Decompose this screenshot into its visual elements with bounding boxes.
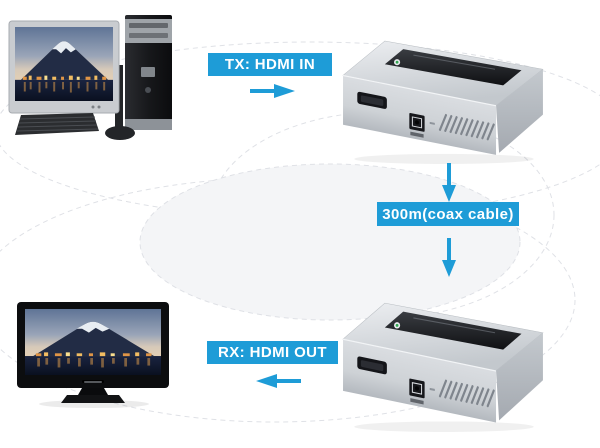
center-ellipse: [139, 163, 521, 321]
monitor-screen: [15, 27, 113, 101]
desktop-computer-illustration: [8, 15, 172, 140]
optical-drive: [129, 23, 168, 28]
monitor-button: [97, 105, 101, 109]
arrow-left-icon: [256, 374, 301, 388]
tv-brand-mark: [84, 381, 102, 383]
tv-stand-neck: [78, 388, 108, 395]
arrow-down-icon: [442, 163, 456, 202]
optical-drive: [129, 33, 168, 38]
keyboard-keys: [16, 116, 99, 132]
tower-logo: [141, 67, 155, 77]
coax-cable-length-label: 300m(coax cable): [377, 202, 519, 226]
tv-screen: [25, 309, 161, 375]
power-button: [145, 87, 151, 93]
tv-illustration: [17, 302, 169, 408]
hdmi-extender-transmitter: [342, 38, 546, 164]
monitor-stand-base: [105, 126, 135, 140]
hdmi-extender-receiver: [342, 300, 546, 432]
arrow-right-icon: [250, 84, 295, 98]
monitor-button: [91, 105, 95, 109]
arrow-down-icon: [442, 238, 456, 277]
rx-hdmi-out-label: RX: HDMI OUT: [207, 341, 338, 364]
tv-stand-base: [61, 395, 125, 403]
keyboard: [15, 113, 99, 135]
tx-hdmi-in-label: TX: HDMI IN: [208, 53, 332, 76]
